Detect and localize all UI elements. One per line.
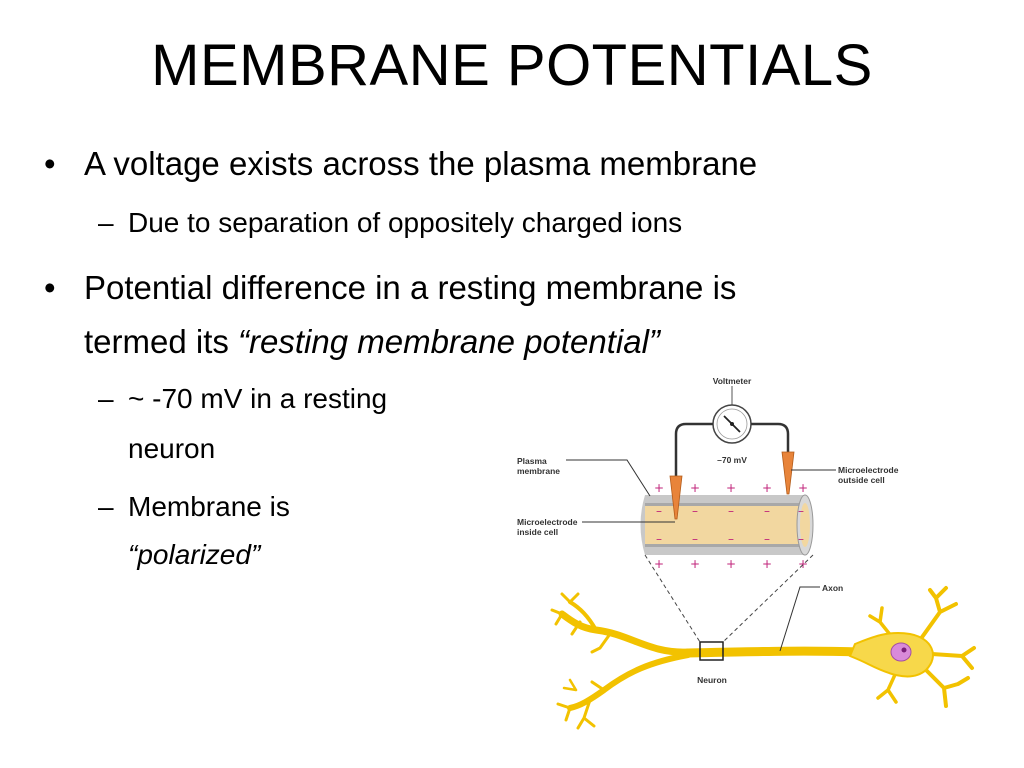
svg-text:–: – xyxy=(692,504,698,518)
voltmeter-label: Voltmeter xyxy=(713,376,752,386)
plasma-membrane-label-2: membrane xyxy=(517,466,560,476)
bullet-marker: • xyxy=(44,269,56,306)
outer-positive-charges: + + + + + + + + + + xyxy=(654,481,808,571)
sub-bullet-70mv-line1: ~ -70 mV in a resting xyxy=(128,383,388,414)
sub-bullet-separation: Due to separation of oppositely charged … xyxy=(128,207,683,238)
svg-text:+: + xyxy=(690,557,700,571)
svg-text:+: + xyxy=(726,557,736,571)
sub-bullet-polarized-term: “polarized” xyxy=(128,539,261,570)
svg-text:+: + xyxy=(654,557,664,571)
svg-text:–: – xyxy=(764,504,770,518)
bullet-voltage-exists: A voltage exists across the plasma membr… xyxy=(84,145,758,182)
svg-text:–: – xyxy=(656,504,662,518)
svg-text:–: – xyxy=(764,532,770,546)
svg-text:+: + xyxy=(654,481,664,495)
microelectrode-inside-label-1: Microelectrode xyxy=(517,517,578,527)
svg-text:–: – xyxy=(798,504,804,518)
neuron-icon xyxy=(550,586,976,730)
microelectrode-inside-label-2: inside cell xyxy=(517,527,558,537)
inner-negative-charges: – – – – – – – – – – xyxy=(656,504,804,546)
bullet-marker: • xyxy=(44,145,56,182)
plasma-membrane-label-1: Plasma xyxy=(517,456,547,466)
voltmeter-reading: –70 mV xyxy=(717,455,747,465)
slide-title: MEMBRANE POTENTIALS xyxy=(151,33,873,98)
dash-marker: – xyxy=(98,383,114,414)
microelectrode-inside-icon xyxy=(669,475,683,520)
svg-text:+: + xyxy=(762,481,772,495)
svg-text:+: + xyxy=(798,481,808,495)
nucleus-icon xyxy=(890,642,912,662)
membrane-potential-diagram: Voltmeter –70 mV +++++ +++++ ––––– –––––… xyxy=(517,376,976,730)
microelectrode-outside-label-2: outside cell xyxy=(838,475,885,485)
sub-bullet-polarized-line1: Membrane is xyxy=(128,491,290,522)
svg-text:+: + xyxy=(726,481,736,495)
bullet-termed-its: termed its xyxy=(84,323,239,360)
zoom-box xyxy=(699,641,724,661)
svg-text:–: – xyxy=(692,532,698,546)
resting-membrane-potential-term: “resting membrane potential” xyxy=(238,323,660,360)
svg-text:–: – xyxy=(656,532,662,546)
svg-text:+: + xyxy=(798,557,808,571)
svg-text:–: – xyxy=(728,504,734,518)
svg-text:+: + xyxy=(690,481,700,495)
svg-text:–: – xyxy=(728,532,734,546)
sub-bullet-70mv-line2: neuron xyxy=(128,433,216,464)
axon-label: Axon xyxy=(822,583,843,593)
svg-text:–: – xyxy=(798,532,804,546)
bullet-potential-difference-line2: termed its “resting membrane potential” xyxy=(84,320,660,364)
microelectrode-outside-label-1: Microelectrode xyxy=(838,465,899,475)
bullet-potential-difference-line1: Potential difference in a resting membra… xyxy=(84,269,737,306)
voltmeter-icon xyxy=(712,386,752,444)
dash-marker: – xyxy=(98,491,114,522)
electrode-wire-left xyxy=(674,422,713,477)
dash-marker: – xyxy=(98,207,114,238)
axon-membrane-segment xyxy=(640,494,814,556)
microelectrode-outside-icon xyxy=(781,451,795,495)
svg-text:+: + xyxy=(762,557,772,571)
electrode-wire-right xyxy=(751,422,790,452)
neuron-label: Neuron xyxy=(697,675,727,685)
